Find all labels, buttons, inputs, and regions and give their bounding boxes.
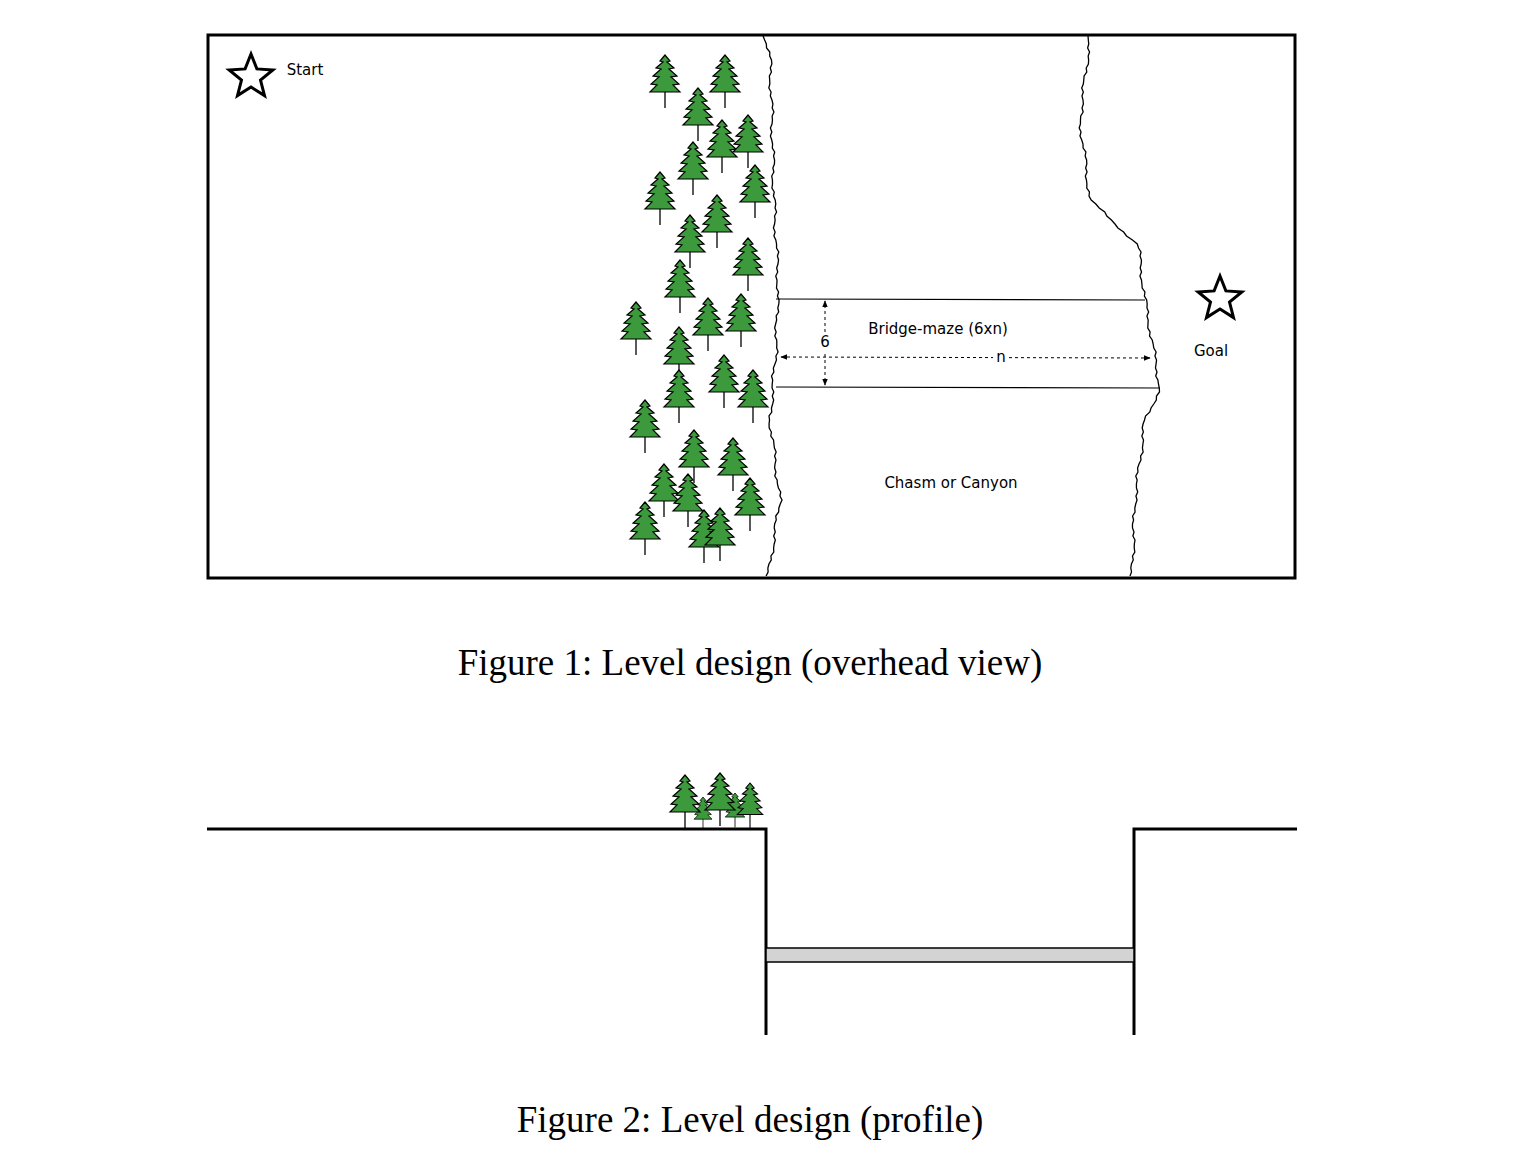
goal-star (1198, 276, 1242, 318)
dimension-line (781, 357, 1150, 358)
tree-icon (665, 260, 695, 313)
tree-icon (740, 165, 770, 218)
chasm-edge-right (1079, 36, 1159, 576)
tree-canopy (738, 370, 768, 407)
figure-caption: Figure 1: Level design (overhead view) (458, 642, 1043, 685)
bridge-profile (766, 948, 1134, 962)
tree-icon (705, 508, 735, 561)
tree-icon (735, 478, 765, 531)
tree-canopy (705, 773, 735, 810)
ground-profile (207, 829, 1297, 1035)
tree-icon (673, 474, 703, 527)
tree-icon (683, 88, 713, 141)
tree-canopy (693, 298, 723, 335)
tree-canopy (709, 355, 739, 392)
tree-canopy (733, 115, 763, 152)
tree-icon (679, 430, 709, 483)
tree-icon (678, 142, 708, 195)
tree-icon (709, 355, 739, 408)
tree-canopy (650, 55, 680, 92)
figure-caption: Figure 2: Level design (profile) (517, 1099, 983, 1142)
tree-icon (726, 294, 756, 347)
tree-icon (710, 55, 740, 108)
map-frame (208, 35, 1295, 578)
tree-icon (707, 120, 737, 173)
tree-icon (650, 55, 680, 108)
tree-icon (630, 400, 660, 453)
tree-icon (733, 115, 763, 168)
tree-icon (630, 502, 660, 555)
tree-canopy (670, 775, 700, 812)
tree-canopy (673, 474, 703, 511)
tree-canopy (726, 294, 756, 331)
tree-canopy (718, 438, 748, 475)
tree-icon (670, 775, 700, 828)
tree-icon (733, 238, 763, 291)
tree-canopy (683, 88, 713, 125)
tree-canopy (664, 327, 694, 364)
tree-canopy (735, 478, 765, 515)
tree-icon (621, 302, 651, 355)
tree-canopy (645, 172, 675, 209)
tree-canopy (733, 238, 763, 275)
tree-canopy (621, 302, 651, 339)
tree-canopy (740, 165, 770, 202)
tree-icon (718, 438, 748, 491)
chasm-edge-left (763, 36, 782, 576)
start-star (229, 54, 273, 96)
tree-icon (693, 298, 723, 351)
tree-icon (705, 773, 735, 826)
bridge-edge (776, 299, 1145, 300)
tree-canopy (665, 260, 695, 297)
tree-canopy (737, 783, 763, 814)
dimension-line (825, 301, 826, 332)
dimension-label: n (993, 349, 1009, 366)
tree-icon (645, 172, 675, 225)
bridge-label: Bridge-maze (6xn) (868, 321, 1008, 338)
dimension-label: 6 (817, 334, 833, 351)
tree-canopy (707, 120, 737, 157)
tree-icon (737, 783, 763, 828)
region-label: Chasm or Canyon (884, 475, 1017, 492)
goal-label: Goal (1194, 343, 1228, 360)
tree-canopy (664, 370, 694, 407)
tree-canopy (649, 464, 679, 501)
tree-canopy (630, 400, 660, 437)
tree-canopy (678, 142, 708, 179)
dimension-line (825, 354, 826, 385)
tree-canopy (679, 430, 709, 467)
bridge-edge (776, 387, 1160, 388)
tree-canopy (710, 55, 740, 92)
tree-icon (664, 370, 694, 423)
start-label: Start (287, 62, 324, 79)
tree-canopy (630, 502, 660, 539)
tree-canopy (705, 508, 735, 545)
tree-icon (702, 195, 732, 248)
tree-canopy (702, 195, 732, 232)
tree-icon (738, 370, 768, 423)
tree-canopy (675, 215, 705, 252)
